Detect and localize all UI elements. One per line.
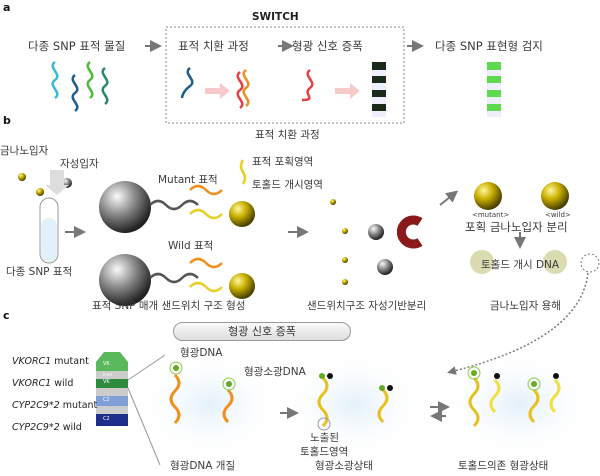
black-stripe-cartridge [372,62,386,117]
snp-strands [51,61,314,112]
capture-separation-label: 포획 금나노입자 분리 [465,220,568,234]
magnetic-separation-label: 샌드위치구조 자성기반분리 [307,300,427,312]
step-amplification: 형광 신호 증폭 [292,39,363,53]
step2-label: 형광소광상태 [315,460,373,472]
step3-label: 토홀드의존 형광상태 [458,460,549,472]
wild-tag: <wild> [545,211,571,219]
capture-region-label: 표적 포획영역 [252,156,314,168]
toehold-area-label: 토홀드영역 [300,446,349,458]
magnetic-bead-mutant [99,181,151,233]
mutant-tag: <mutant> [472,211,510,219]
fluor-dna-label: 형광DNA [180,347,223,359]
mutant-target-label: Mutant 표적 [158,174,218,186]
gold-nanoparticle [229,201,255,227]
panel-label-a: a [3,1,11,14]
step-targets: 다종 SNP 표적 물질 [28,39,126,53]
cartridge-stack [96,352,128,426]
exposed-label: 노출된 [310,432,339,444]
switch-label: SWITCH [252,11,299,23]
wild-target-label: Wild 표적 [168,240,214,252]
toehold-dna-label: 토홀드 개시 DNA [481,259,560,271]
target-substitution-label: 표적 치환 과정 [255,129,320,141]
green-stripe-cartridge [487,62,501,117]
legend-cyp2c9-wild: CYP2C9*2 wild [12,422,82,433]
legend-vkorc1-mutant: VKORC1 mutant [12,356,89,367]
legend-cyp2c9-mutant: CYP2C9*2 mutant [12,400,98,411]
panel-label-b: b [3,114,11,127]
toehold-region-label: 토홀드 개시영역 [252,179,323,191]
sandwich-formation-label: 표적 SNP 매개 샌드위치 구조 형성 [92,300,246,312]
step1-label: 형광DNA 개질 [170,460,236,472]
quench-dna-label: 형광소광DNA [244,366,306,378]
step-detection: 다종 SNP 표현형 검지 [435,39,543,53]
multi-snp-target-label: 다종 SNP 표적 [6,266,73,278]
dissolution-label: 금나노입자 용해 [490,300,561,312]
gold-nanoparticle-label: 금나노입자 [0,145,49,157]
legend-vkorc1-wild: VKORC1 wild [12,378,74,389]
switch-box [165,26,405,124]
amplification-title: 형광 신호 증폭 [173,322,351,341]
step-substitution: 표적 치환 과정 [178,39,249,53]
panel-label-c: c [3,309,10,322]
magnetic-bead-wild [99,254,151,306]
magnetic-particle-label: 자성입자 [60,158,99,170]
magnet-icon [396,215,423,249]
